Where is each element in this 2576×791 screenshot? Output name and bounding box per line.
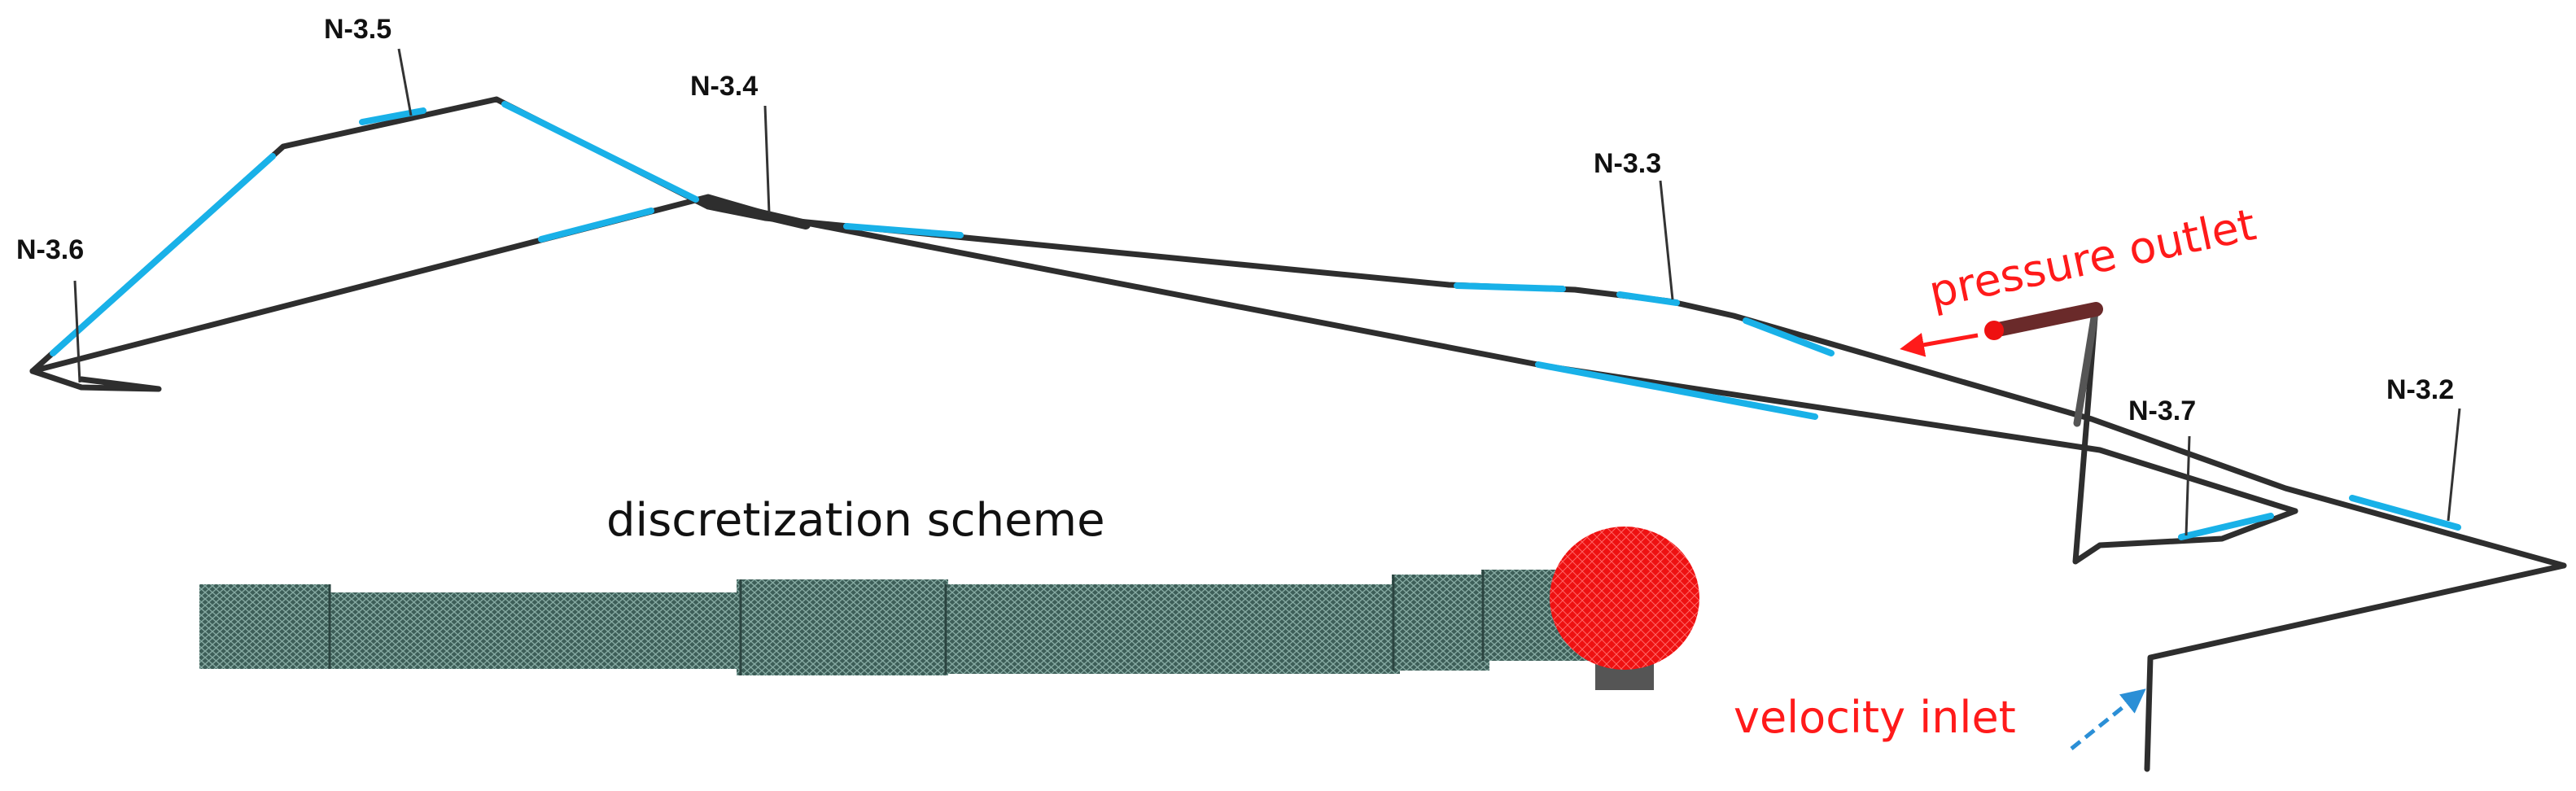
node-label-n32: N-3.2: [2386, 374, 2454, 405]
leader-n33: [1659, 180, 1674, 300]
junction-segment: [703, 197, 811, 229]
riser-pipe: [2073, 304, 2100, 427]
cross-section-mesh-icon: [1550, 527, 1699, 690]
node-label-n33: N-3.3: [1594, 148, 1661, 179]
node-label-n36: N-3.6: [16, 234, 84, 265]
monitored-segment-upper-mid: [1454, 282, 1566, 292]
node-label-n37: N-3.7: [2128, 396, 2196, 426]
leader-n35: [397, 48, 413, 116]
node-label-n34: N-3.4: [690, 71, 758, 102]
monitored-segment-n35-n34: [501, 101, 699, 203]
pipe-lower-left: [29, 194, 2298, 514]
monitored-segment-lower-left: [538, 208, 654, 243]
monitored-segments: [50, 101, 2461, 540]
inlet-arrow-icon: [2070, 688, 2146, 750]
pipe-inlet-branch: [2144, 562, 2567, 772]
pipe-upper-left: [29, 96, 2567, 569]
pressure-outlet-label: pressure outlet: [1925, 199, 2260, 318]
leader-n34: [763, 105, 771, 214]
monitored-segment-n34-right: [843, 223, 964, 238]
monitored-segment-lower-mid: [1535, 361, 1818, 420]
discretization-inset: discretization scheme: [199, 494, 1699, 690]
leader-n32: [2447, 408, 2461, 522]
leader-n37: [2185, 435, 2191, 536]
pipe-n37-loop: [2072, 304, 2298, 565]
leader-n36: [73, 280, 81, 383]
monitored-segment-n37: [2178, 513, 2274, 540]
outlet-arrow-icon: [1900, 333, 1979, 357]
pipe-n36-stub: [29, 368, 162, 392]
node-label-n35: N-3.5: [324, 14, 391, 45]
monitored-segment-n36-a: [50, 153, 276, 356]
monitored-segment-n32: [2349, 495, 2461, 531]
outlet-pipe: [1987, 302, 2103, 338]
velocity-inlet-label: velocity inlet: [1734, 692, 2016, 743]
pressure-outlet-marker-icon: [1900, 302, 2103, 357]
monitored-segment-n33: [1616, 291, 1680, 306]
discretization-title: discretization scheme: [606, 494, 1105, 547]
pipe-network: [29, 96, 2567, 772]
monitored-segment-n35: [359, 107, 426, 125]
node-leaders: [73, 48, 2461, 536]
node-labels: N-3.5 N-3.4 N-3.6 N-3.3 N-3.7 N-3.2: [16, 14, 2454, 426]
outlet-marker: [1984, 321, 2004, 340]
pipe-mesh-icon: [199, 570, 1603, 675]
monitored-segment-n33-right: [1743, 317, 1835, 356]
